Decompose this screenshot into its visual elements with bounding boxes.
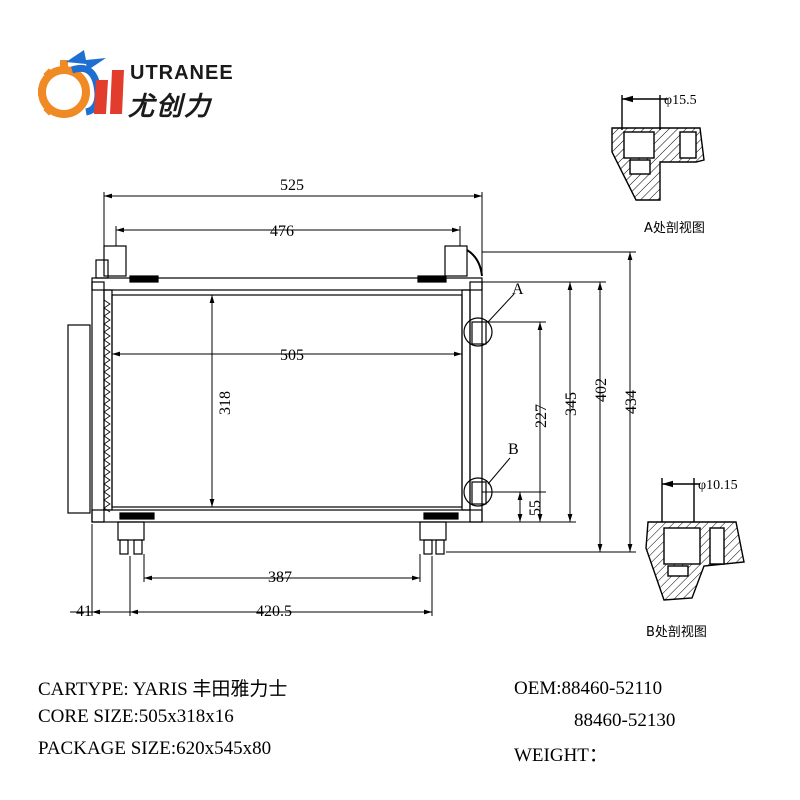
section-a-caption: A处剖视图 [644,221,705,236]
callout-a-label: A [512,281,524,298]
dim-height-402: 402 [593,378,610,402]
spec-oem-1: OEM:88460-52110 [514,678,663,699]
dim-side-offset: 41 [76,603,92,620]
dim-overall-width: 525 [280,177,304,194]
callout-a-diameter: φ15.5 [664,93,697,108]
dim-bracket-spacing: 387 [268,569,292,586]
dim-tank-span: 476 [270,223,294,240]
dim-bracket-span: 420.5 [256,603,292,620]
bottom-right-bracket [419,521,447,541]
bottom-left-bracket [117,521,145,541]
spec-weight: WEIGHT： [514,745,608,766]
callout-b-diameter: φ10.15 [698,478,738,493]
dimension-lines [70,192,636,616]
dim-core-width: 505 [280,347,304,364]
dim-core-height: 318 [217,391,234,415]
section-b-caption: B处剖视图 [646,625,707,640]
receiver-drier [67,324,91,514]
core [111,294,463,508]
brand-logo-icon [38,50,124,118]
top-left-bracket [103,245,127,277]
section-view-a [611,95,705,201]
dim-overall-height: 434 [623,390,640,414]
section-view-b [645,478,745,601]
brand-name-en: UTRANEE [130,62,234,84]
port-a-circle [463,317,493,347]
spec-cartype: CARTYPE: YARIS 丰田雅力士 [38,679,288,700]
callout-b-label: B [508,441,519,458]
brand-name-cn: 尤创力 [128,92,213,122]
dim-port-b-offset: 55 [527,500,544,516]
condenser-body [67,245,493,555]
spec-package-size: PACKAGE SIZE:620x545x80 [38,738,272,759]
dim-height-345: 345 [563,392,580,416]
spec-core-size: CORE SIZE:505x318x16 [38,706,234,727]
left-tank [91,281,105,523]
dim-port-spacing: 227 [533,404,550,428]
spec-oem-2: 88460-52130 [574,710,676,731]
top-right-bracket [444,245,468,277]
